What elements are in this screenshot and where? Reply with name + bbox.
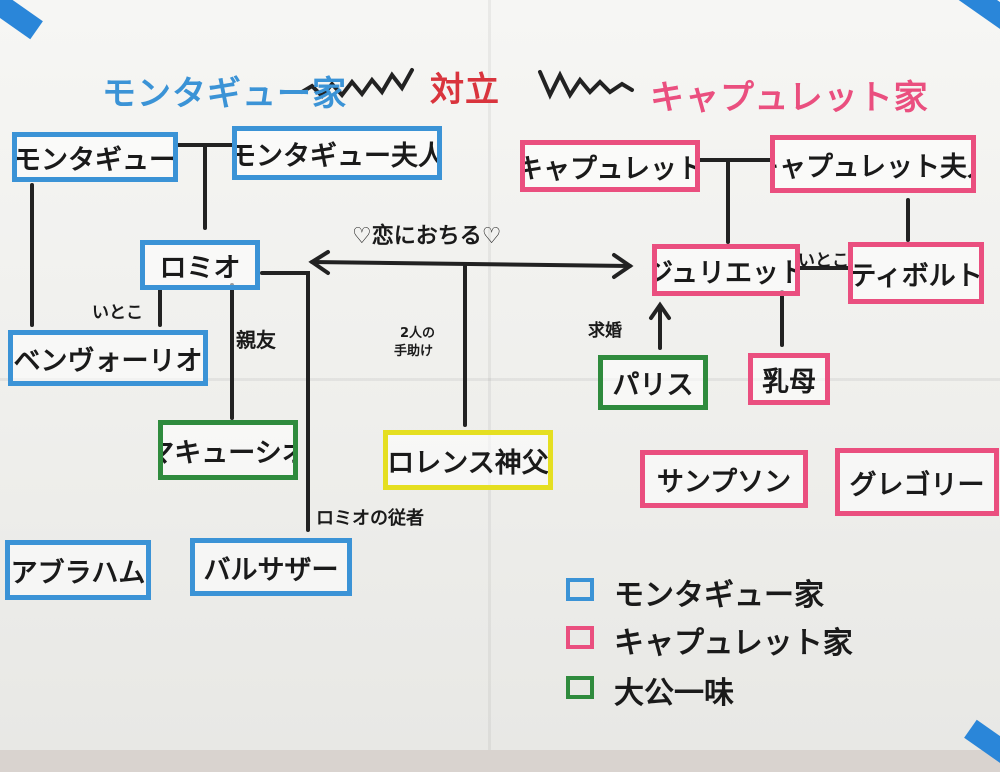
label-fall-in-love: ♡恋におちる♡ (352, 224, 502, 249)
node-abraham: アブラハム (5, 540, 151, 600)
legend-swatch-capulet (566, 626, 594, 649)
legend-text-capulet: キャプュレット家 (614, 626, 853, 661)
node-romeo: ロミオ (140, 240, 260, 290)
node-laurence: ロレンス神父 (383, 430, 553, 490)
legend-text-montague: モンタギュー家 (614, 578, 824, 613)
title-conflict: 対立 (430, 70, 500, 110)
fold-line-horizontal (0, 378, 1000, 381)
node-capulet: キャプュレット (520, 140, 700, 192)
node-paris: パリス (598, 355, 708, 410)
label-helper-line2: 手助け (394, 344, 434, 359)
node-tybalt: ティボルト (848, 242, 984, 304)
node-juliet: ジュリエット (652, 244, 800, 296)
title-montague: モンタギュー家 (102, 74, 347, 114)
label-proposal: 求婚 (588, 321, 622, 341)
fold-line-vertical (488, 0, 491, 750)
label-cousin-right: いとこ (798, 251, 849, 271)
label-helper-line1: 2人の (400, 326, 436, 341)
label-best-friend: 親友 (236, 328, 276, 352)
node-balthasar: バルサザー (190, 538, 352, 596)
node-sampson: サンプソン (640, 450, 808, 508)
node-nurse: 乳母 (748, 353, 830, 405)
node-gregory: グレゴリー (835, 448, 999, 516)
node-lady-capulet: キャプュレット夫人 (770, 135, 976, 193)
label-romeo-servant: ロミオの従者 (316, 508, 424, 529)
legend-swatch-prince (566, 676, 594, 699)
title-zigzag-left (300, 68, 414, 99)
label-cousin-left: いとこ (92, 303, 143, 323)
node-mercutio: マキューシオ (158, 420, 298, 480)
node-montague: モンタギュー (12, 132, 178, 182)
legend-swatch-montague (566, 578, 594, 601)
legend-text-prince: 大公一味 (614, 676, 734, 711)
node-benvolio: ベンヴォーリオ (8, 330, 208, 386)
title-zigzag-right (538, 70, 634, 100)
title-capulet: キャプュレット家 (650, 78, 929, 118)
node-lady-montague: モンタギュー夫人 (232, 126, 442, 180)
connector-lines (30, 68, 910, 532)
